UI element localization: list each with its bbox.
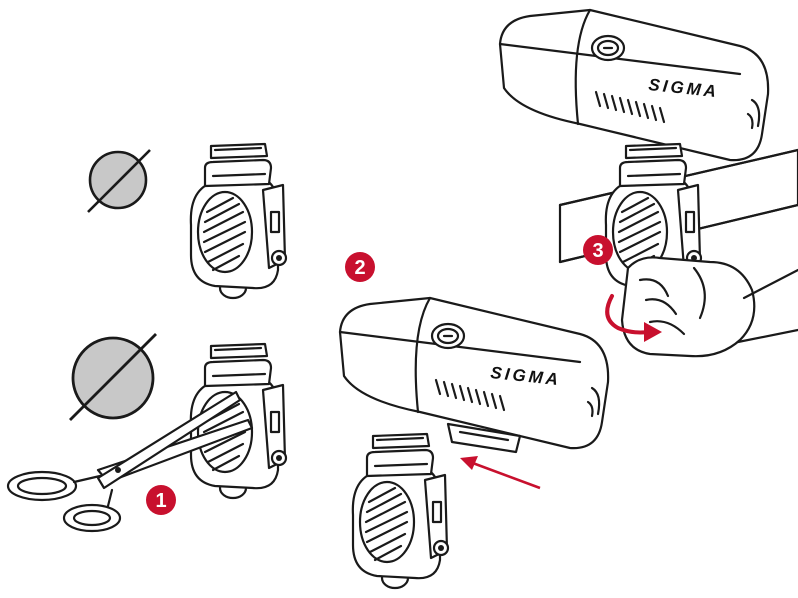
- step-3-badge: 3: [583, 235, 613, 265]
- step-2-badge: 2: [345, 252, 375, 282]
- bracket-before-cut: [189, 142, 288, 300]
- light-lower: SIGMA: [338, 296, 610, 450]
- step-1-number: 1: [155, 490, 166, 512]
- bracket-ready: [351, 432, 450, 590]
- rotate-arrow-icon: [605, 294, 662, 342]
- diameter-symbol-icon: [87, 149, 151, 213]
- step-2-number: 2: [354, 257, 365, 279]
- diameter-symbol-large-icon: [69, 333, 157, 421]
- light-shoe: [446, 422, 522, 454]
- hand: [620, 256, 798, 358]
- step-1-badge: 1: [146, 485, 176, 515]
- step-3-number: 3: [592, 240, 603, 262]
- scissors-icon: [6, 390, 254, 533]
- light-upper: SIGMA: [498, 8, 770, 162]
- arrow-icon: [460, 456, 541, 490]
